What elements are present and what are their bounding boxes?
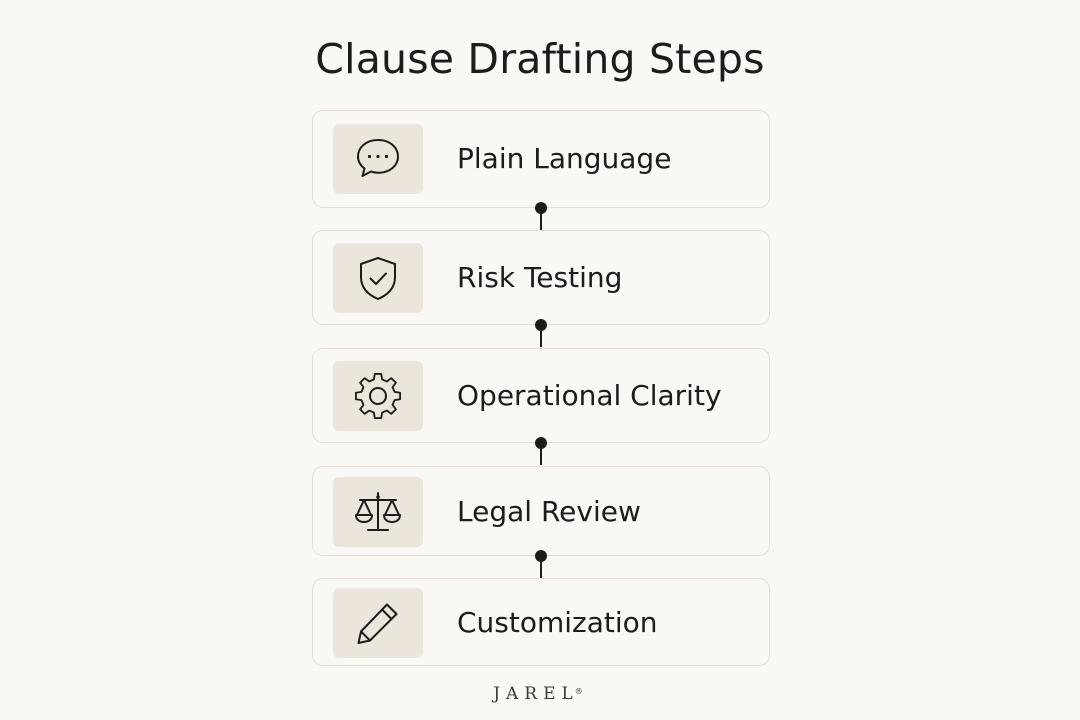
step-card-customization: Customization [312,578,770,666]
step-label: Risk Testing [457,261,623,294]
pencil-icon [357,603,398,644]
step-card-operational-clarity: Operational Clarity [312,348,770,443]
step-card-risk-testing: Risk Testing [312,230,770,325]
step-icon-box [333,588,423,658]
step-connector [535,319,547,353]
step-connector [535,202,547,236]
step-icon-box [333,361,423,431]
gear-icon [354,372,402,420]
step-label: Legal Review [457,495,641,528]
step-icon-box [333,243,423,313]
connector-line [540,208,542,230]
step-card-legal-review: Legal Review [312,466,770,556]
connector-line [540,556,542,578]
shield-check-icon [360,257,396,300]
step-icon-box [333,124,423,194]
scales-icon [355,492,401,531]
step-connector [535,550,547,584]
step-label: Customization [457,606,658,639]
registered-mark: ® [574,687,583,696]
brand-logo: JAREL® [0,683,1080,705]
step-card-plain-language: Plain Language [312,110,770,208]
step-label: Operational Clarity [457,379,722,412]
brand-name: JAREL [493,684,579,704]
step-icon-box [333,477,423,547]
step-connector [535,437,547,471]
step-label: Plain Language [457,142,672,175]
diagram-title: Clause Drafting Steps [315,35,765,83]
connector-line [540,443,542,465]
connector-line [540,325,542,347]
speech-bubble-icon [357,139,399,177]
